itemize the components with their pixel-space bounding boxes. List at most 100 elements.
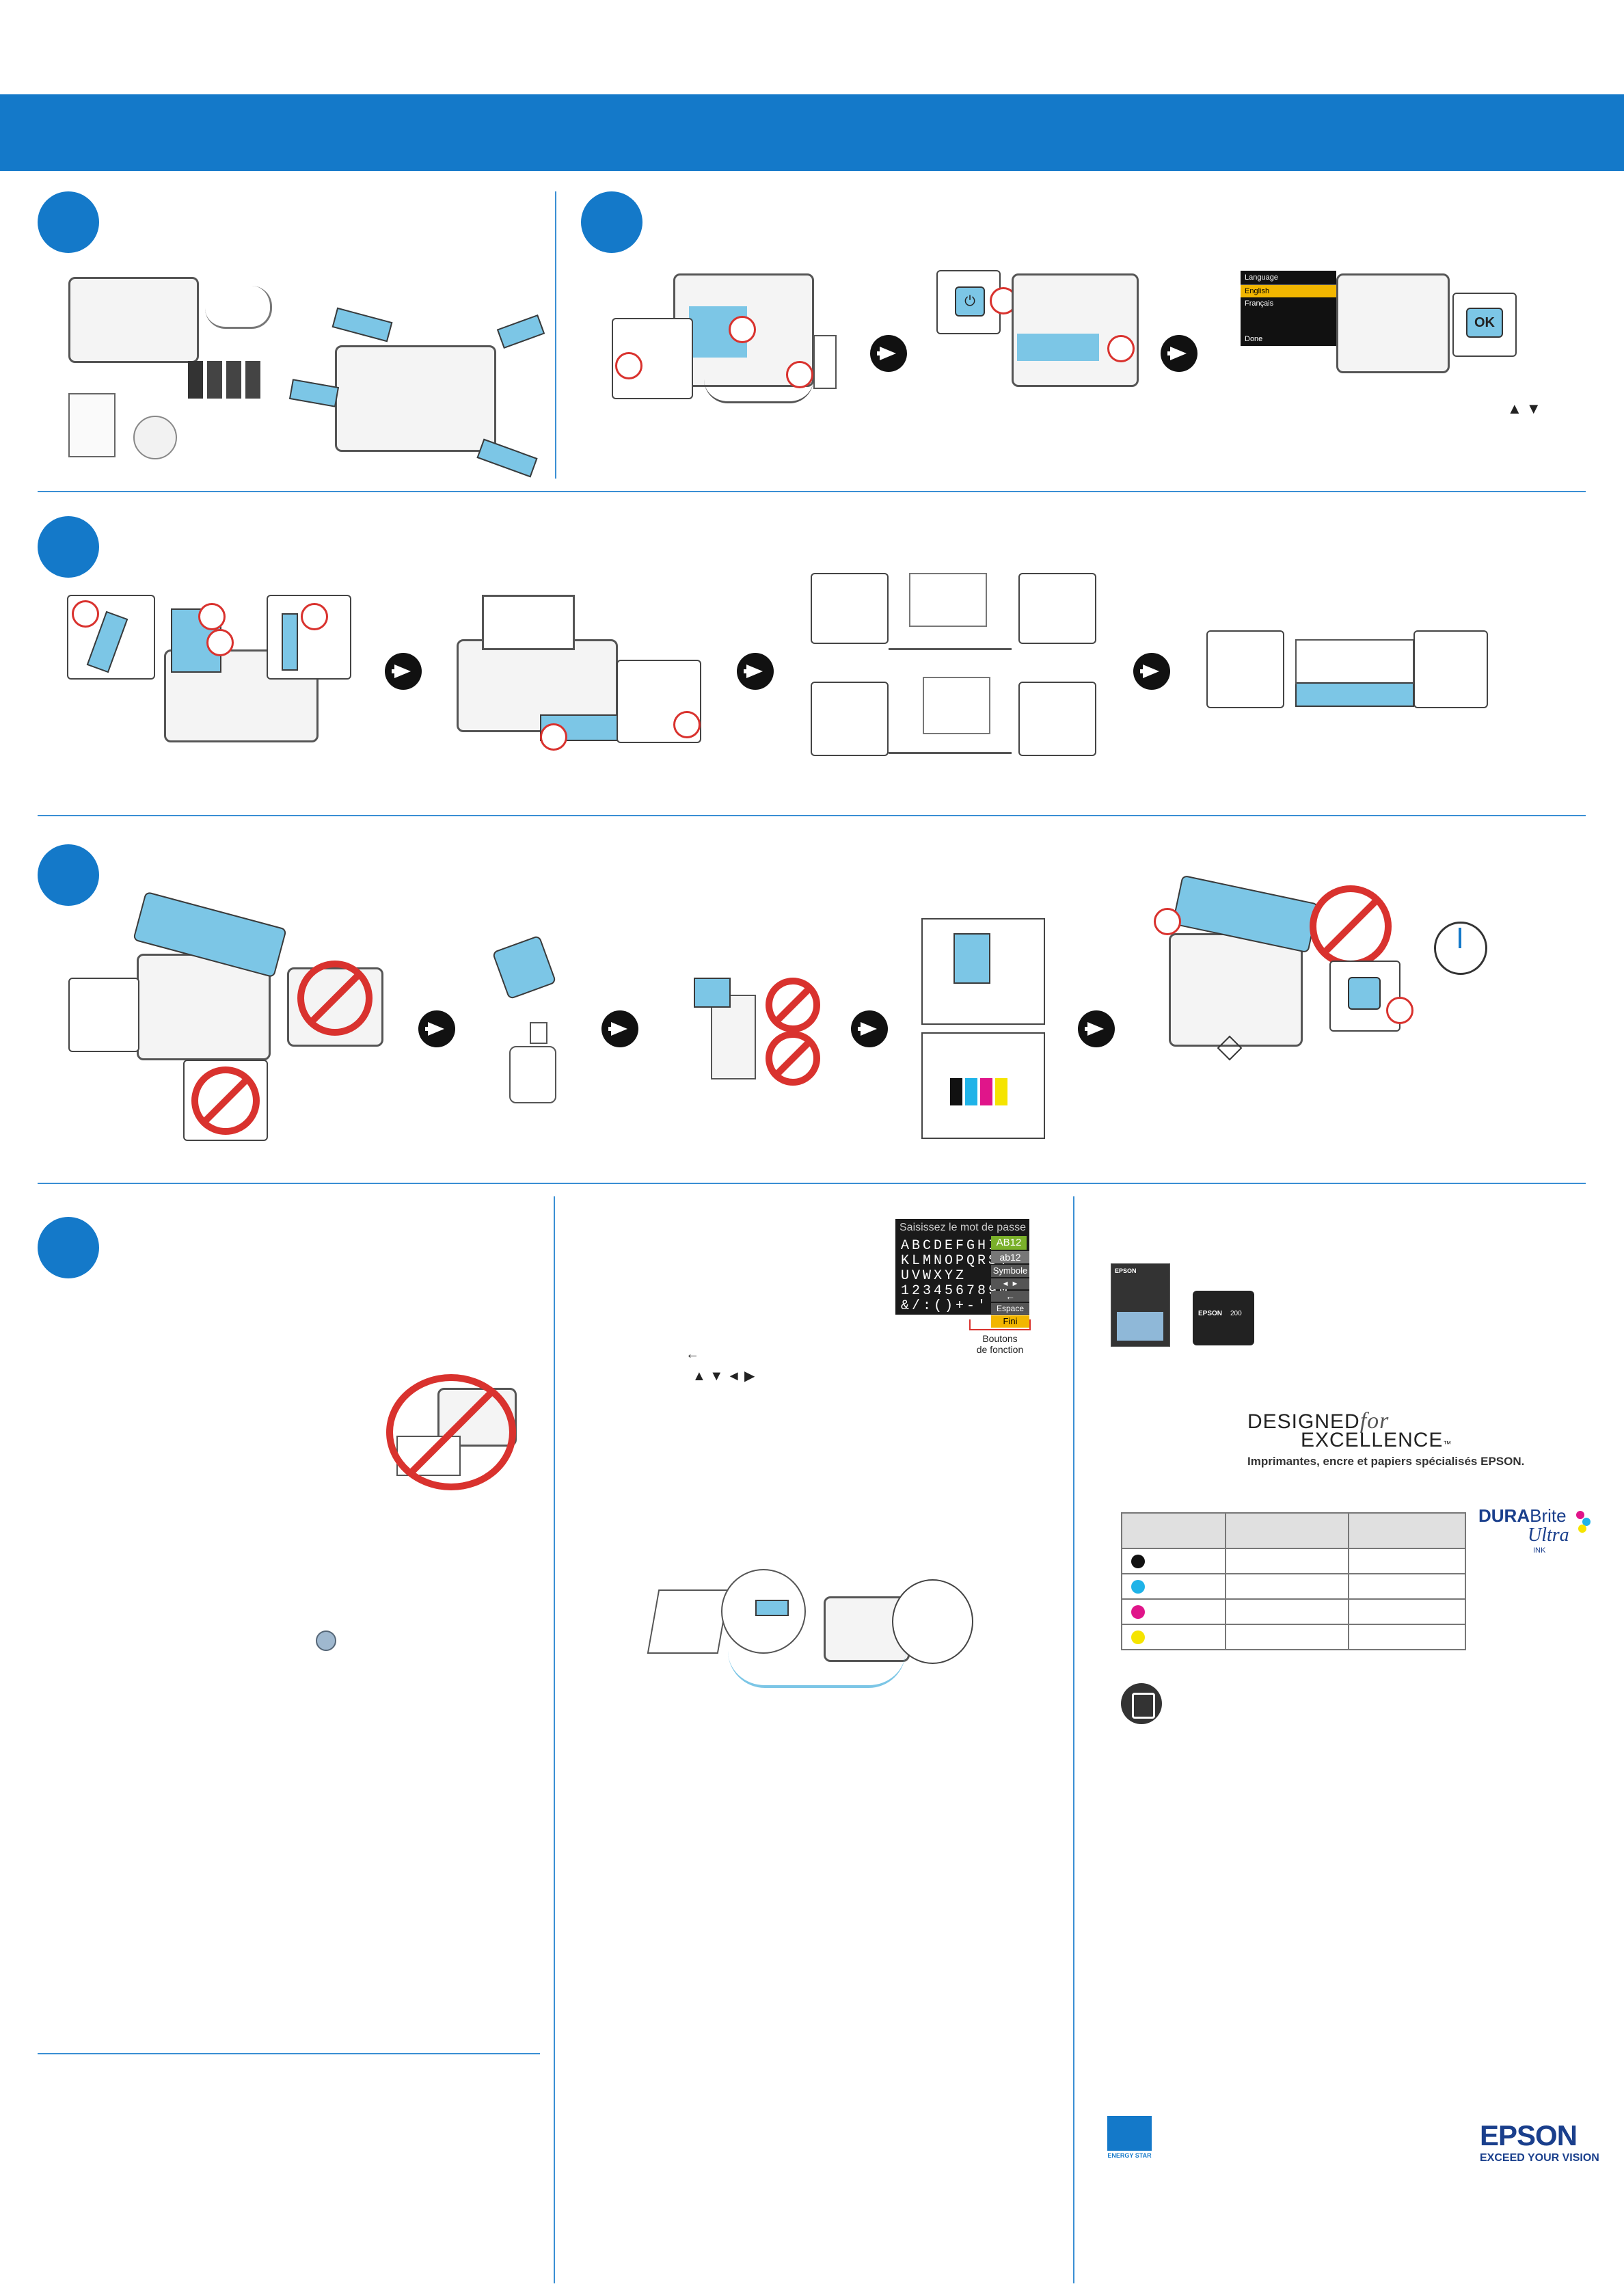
table-row bbox=[1121, 1548, 1466, 1574]
prohibited-icon bbox=[297, 961, 373, 1036]
printer-close-scanner-illustration bbox=[1169, 933, 1303, 1047]
keyboard-symbol-button[interactable]: Symbole bbox=[991, 1265, 1029, 1277]
callout-3 bbox=[206, 629, 234, 656]
edge-guide-closeup-bottom-right bbox=[1018, 682, 1096, 756]
power-button-closeup: ⏻ bbox=[936, 270, 1001, 334]
tape-strip bbox=[288, 379, 340, 407]
keyboard-backspace-button[interactable]: ← bbox=[991, 1291, 1029, 1302]
ok-button-icon: OK bbox=[1466, 308, 1503, 338]
epson-ink-package: EPSON 200 bbox=[1193, 1291, 1254, 1345]
keyboard-done-button[interactable]: Fini bbox=[991, 1315, 1029, 1328]
ok-button-closeup: OK bbox=[1452, 293, 1517, 357]
black-ink-dot bbox=[1131, 1554, 1145, 1568]
column-divider bbox=[554, 1196, 555, 2283]
durabrite-ultra-logo: DURABrite Ultra INK bbox=[1478, 1505, 1595, 1560]
next-arrow-icon bbox=[418, 1010, 455, 1047]
for-word: for bbox=[1359, 1408, 1390, 1434]
next-arrow-icon bbox=[601, 1010, 638, 1047]
yellow-ink-dot bbox=[1131, 1630, 1145, 1644]
table-row bbox=[1121, 1573, 1466, 1600]
install-cd-icon bbox=[316, 1630, 336, 1651]
epson-tagline: EXCEED YOUR VISION bbox=[1480, 2152, 1599, 2164]
package-logo: EPSON bbox=[1115, 1267, 1137, 1274]
energy-star-logo: ENERGY STAR bbox=[1107, 2116, 1152, 2160]
column-section-divider bbox=[38, 2053, 540, 2054]
paper-stack-loaded bbox=[1295, 682, 1414, 707]
designed-tagline: Imprimantes, encre et papiers spécialisé… bbox=[1247, 1455, 1525, 1468]
edge-guide-slide-closeup bbox=[1206, 630, 1284, 708]
tape-strip bbox=[476, 438, 538, 478]
edge-guide-slide-closeup-right bbox=[1413, 630, 1488, 708]
designed-for-excellence-logo: DESIGNEDfor EXCELLENCE™ bbox=[1247, 1408, 1480, 1451]
power-cord bbox=[704, 379, 813, 403]
arrow-keys-glyph: ▲ ▼ ◄ ▶ bbox=[692, 1369, 755, 1384]
keyboard-row-1[interactable]: ABCDEFGHIJ bbox=[901, 1238, 1011, 1254]
callout-2 bbox=[615, 352, 642, 379]
header-banner bbox=[0, 94, 1624, 171]
next-arrow-icon bbox=[385, 653, 422, 690]
keyboard-row-5[interactable]: &/:()+-'. bbox=[901, 1298, 1000, 1314]
keyboard-row-2[interactable]: KLMNOPQRST bbox=[901, 1253, 1011, 1269]
callout-1 bbox=[72, 600, 99, 628]
keyboard-space-button[interactable]: Espace bbox=[991, 1303, 1029, 1314]
keyboard-row-4[interactable]: 1234567890 bbox=[901, 1283, 1011, 1299]
keyboard-cursor-buttons[interactable]: ◄ ► bbox=[991, 1278, 1029, 1289]
next-arrow-icon bbox=[1133, 653, 1170, 690]
prohibited-icon bbox=[766, 1031, 820, 1086]
recycle-icon bbox=[1121, 1683, 1162, 1724]
callout-2 bbox=[198, 603, 226, 630]
tape-strip bbox=[496, 314, 545, 349]
software-cd bbox=[133, 416, 177, 459]
ink-package-number: 200 bbox=[1230, 1310, 1242, 1317]
ink-cartridges-illustration bbox=[188, 361, 263, 402]
laptop-illustration bbox=[647, 1589, 730, 1654]
lcd-option-english[interactable]: English bbox=[1241, 285, 1336, 297]
ink-cartridge-table bbox=[1121, 1512, 1466, 1650]
keyboard-mode-lowercase[interactable]: ab12 bbox=[991, 1251, 1029, 1263]
no-usb-before-install-illustration bbox=[383, 1374, 519, 1490]
keyboard-mode-uppercase[interactable]: AB12 bbox=[991, 1236, 1027, 1250]
callout-1 bbox=[540, 723, 567, 751]
epson-logo: EPSON bbox=[1480, 2119, 1578, 2151]
section-divider bbox=[38, 1183, 1586, 1184]
epson-photo-paper-package: EPSON bbox=[1111, 1263, 1170, 1347]
section-divider bbox=[38, 815, 1586, 816]
usb-cable-illustration bbox=[205, 286, 272, 329]
prohibited-icon bbox=[1310, 885, 1392, 967]
start-here-sheet bbox=[68, 393, 116, 457]
section-divider bbox=[38, 491, 1586, 492]
printer-tape-removal bbox=[335, 345, 496, 452]
function-buttons-caption-2: de fonction bbox=[976, 1344, 1024, 1355]
column-divider bbox=[555, 191, 556, 479]
press-cartridge-closeup bbox=[921, 1032, 1045, 1139]
lcd-option-francais[interactable]: Français bbox=[1245, 299, 1274, 308]
callout-2 bbox=[1107, 335, 1135, 362]
lcd-done-label[interactable]: Done bbox=[1245, 335, 1263, 343]
step-3-badge bbox=[38, 516, 99, 578]
table-row bbox=[1121, 1598, 1466, 1625]
cyan-ink-dot bbox=[1131, 1579, 1145, 1594]
step-1-badge bbox=[38, 191, 99, 253]
lcd-language-screen: Language English Français Done bbox=[1241, 271, 1336, 346]
next-arrow-icon bbox=[1161, 335, 1197, 372]
cartridge-icon bbox=[530, 1022, 547, 1044]
paper-loading-illustration-2 bbox=[889, 677, 1012, 754]
callout-2 bbox=[673, 711, 701, 738]
designed-word: DESIGNED bbox=[1247, 1410, 1360, 1433]
ink-cartridge-remove-tape bbox=[711, 995, 756, 1079]
keyboard-header: Saisissez le mot de passe bbox=[899, 1222, 1026, 1233]
power-icon: ⏻ bbox=[955, 286, 985, 317]
yellow-tape-strip bbox=[694, 978, 731, 1008]
edge-guide-closeup-top bbox=[811, 573, 889, 644]
function-buttons-bracket bbox=[969, 1319, 1031, 1330]
printer-power-illustration bbox=[673, 273, 814, 387]
edge-guide-closeup-bottom bbox=[811, 682, 889, 756]
keyboard-row-3[interactable]: UVWXYZ bbox=[901, 1268, 967, 1284]
step-2-badge bbox=[581, 191, 642, 253]
callout-4 bbox=[301, 603, 328, 630]
shake-cartridge-illustration bbox=[491, 935, 557, 1000]
do-not-touch-closeup bbox=[183, 1060, 268, 1141]
usb-plug bbox=[755, 1600, 789, 1616]
do-not-remove-green-part bbox=[287, 954, 383, 1047]
paper-support-extended bbox=[482, 595, 575, 650]
